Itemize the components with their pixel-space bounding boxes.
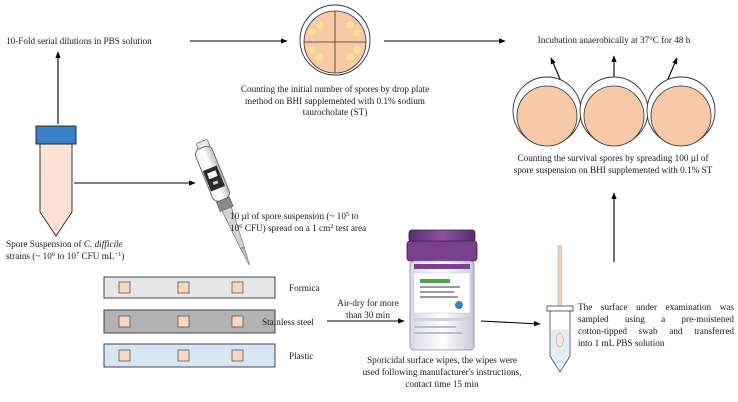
tube-body [39,143,73,237]
sporicidal-wipes-canister [406,229,478,351]
swab-tip [556,332,564,348]
incubation-plates [512,76,716,147]
pipette [195,139,250,265]
wipes-label-line2: used following manufacturer's instructio… [362,367,522,377]
arrow-wipes-to-tube [480,320,541,327]
tube-cap [35,125,77,145]
swab-tube [546,245,574,373]
drop-plate [299,4,371,76]
pipette-label-line1: 10 µl of spore suspension (~ 105 to [230,211,359,221]
test-area [177,281,190,294]
formica-label: Formica [289,283,320,293]
drop-plate-label: Counting the initial number of spores by… [240,84,430,117]
incubation-plate [512,76,582,147]
serial-dilutions-label: 10-Fold serial dilutions in PBS solution [6,36,152,46]
air-dry-label-line2: than 30 min [346,310,390,320]
pipette-label-line2: 106 CFU) spread on a 1 cm2 test area [230,223,367,233]
test-area [118,281,131,294]
wipes-label-line1: Sporicidal surface wipes, the wipes were [366,355,517,365]
swab-label-line3: cotton-tipped swab and transferred [578,326,734,336]
drop-spot [308,28,316,36]
swab-label-line2: sampled using a pre-moistened [578,314,734,324]
test-area [118,349,131,362]
test-area [231,281,244,294]
test-area [231,349,244,362]
test-area [118,315,131,328]
drop-spot [353,46,361,54]
incubation-label: Incubation anaerobically at 37°C for 48 … [537,35,691,45]
swab-label-line4: into 1 mL PBS solution [578,338,665,348]
surface-plastic [103,343,276,368]
drop-spot [308,46,316,54]
drop-spot [346,53,354,61]
swab-label-line1: The surface under examination was [578,302,734,312]
wipes-label-line3: contact time 15 min [405,379,479,389]
incubation-plate [646,76,716,147]
stainless-steel-label: Stainless steel [262,317,314,327]
test-area [177,315,190,328]
incubation-plate [579,76,649,147]
test-area [177,349,190,362]
survival-count-label-line2: spore suspension on BHI supplemented wit… [513,165,713,175]
spore-suspension-label-line2: strains (~ 106 to 107 CFU mL−1) [6,251,125,261]
drop-spot [316,53,324,61]
drop-spot [353,29,361,37]
drop-spot [316,21,324,29]
air-dry-label-line1: Air-dry for more [337,298,399,308]
surface-formica [103,276,276,299]
plastic-label: Plastic [289,351,314,361]
swab-stick [557,245,562,317]
surface-stainless-steel [103,309,276,334]
drop-spot [346,21,354,29]
test-area [231,315,244,328]
spore-suspension-label-line1: Spore Suspension of C. difficile [6,239,123,249]
survival-count-label-line1: Counting the survival spores by spreadin… [517,153,709,163]
spore-suspension-tube [35,125,77,237]
